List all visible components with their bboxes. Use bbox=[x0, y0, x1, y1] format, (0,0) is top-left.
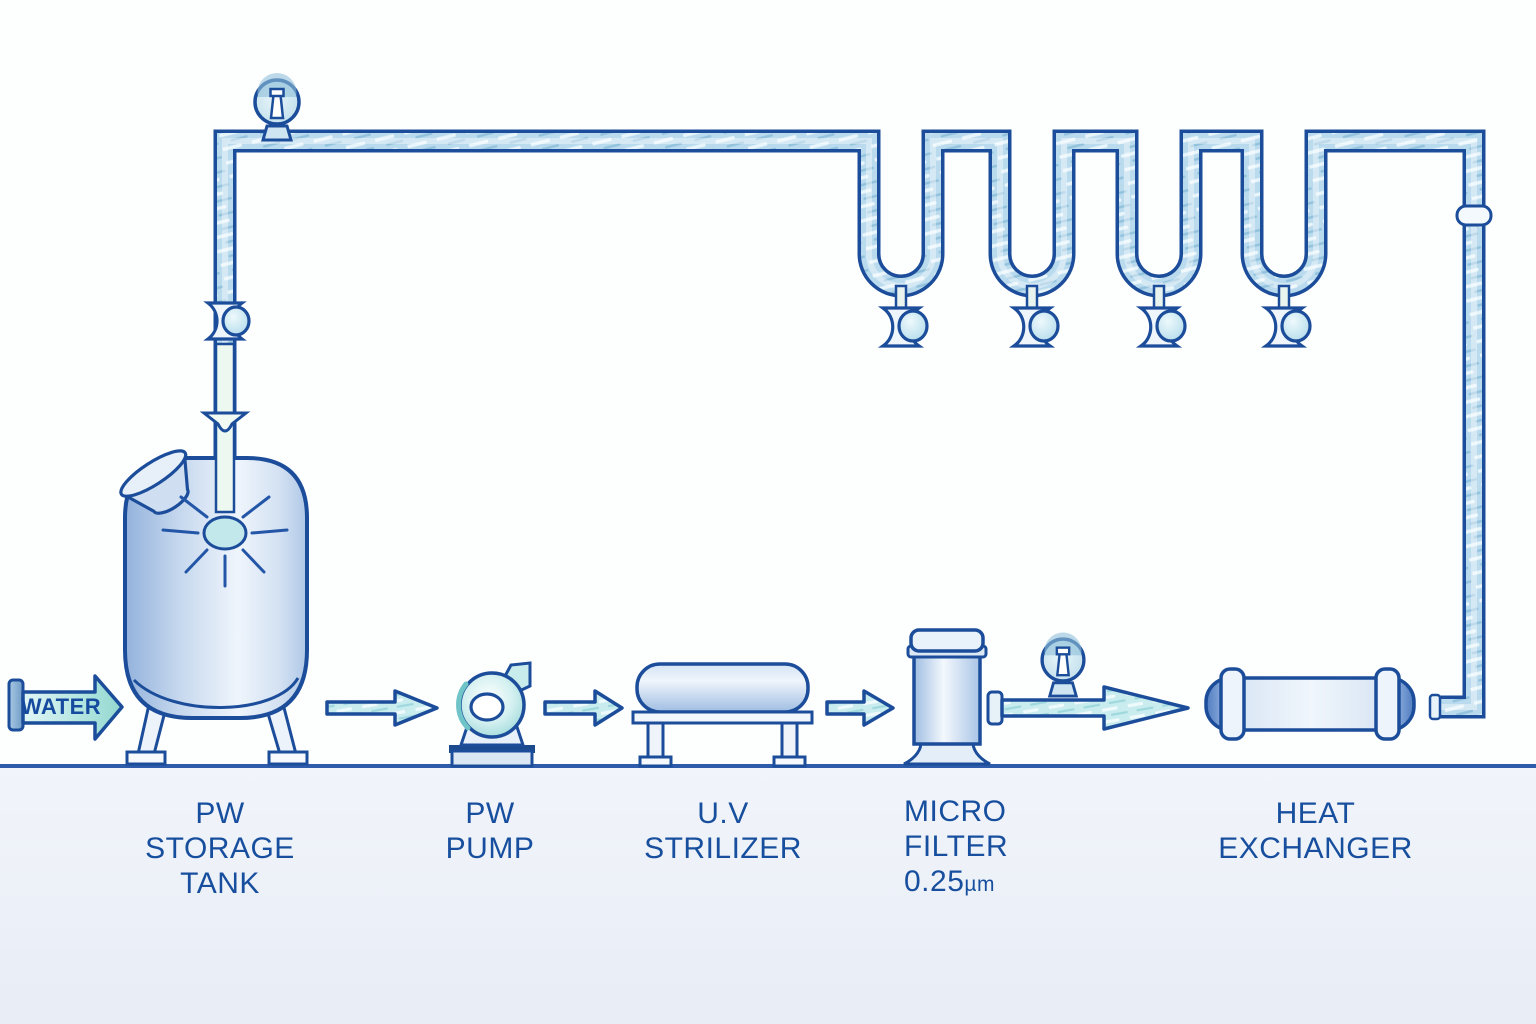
drop-valve bbox=[1135, 306, 1187, 348]
tank-spray-ball bbox=[161, 495, 289, 588]
filter-rating-unit: µm bbox=[964, 873, 995, 896]
valve-handle bbox=[1280, 309, 1312, 343]
flow-arrow bbox=[825, 689, 895, 727]
label-uv-sterilizer: U.V STRILIZER bbox=[608, 796, 838, 866]
tank-feed-valve bbox=[203, 301, 251, 341]
pipe-highlight bbox=[222, 138, 1477, 710]
spray-ray bbox=[179, 495, 209, 519]
label-line: PW bbox=[195, 797, 245, 830]
drop-stem bbox=[894, 284, 908, 310]
filter-outlet-collar bbox=[986, 690, 1004, 726]
valve-handle bbox=[221, 305, 251, 337]
spray-ray bbox=[250, 528, 289, 535]
drop-valve bbox=[877, 306, 929, 348]
hx-flange bbox=[1219, 667, 1246, 741]
flow-down-arrow-icon bbox=[199, 411, 251, 433]
filter-skirt bbox=[903, 742, 991, 766]
pipe-loop bbox=[213, 129, 1486, 719]
pipe-outline bbox=[213, 129, 1486, 719]
filter-lid bbox=[909, 628, 985, 653]
filter-rating-value: 0.25 bbox=[904, 865, 965, 898]
valve-handle bbox=[897, 309, 929, 343]
label-line: PUMP bbox=[445, 832, 535, 865]
spray-ray bbox=[241, 495, 271, 519]
label-line: STRILIZER bbox=[644, 832, 802, 865]
valve-handle bbox=[1028, 309, 1060, 343]
pipe-fill bbox=[217, 133, 1482, 715]
pump-base bbox=[450, 749, 534, 768]
water-inlet-label: WATER bbox=[20, 694, 102, 719]
drop-stem bbox=[1025, 284, 1039, 310]
uv-chamber bbox=[635, 662, 810, 714]
uv-bench-top bbox=[631, 710, 814, 725]
label-line: TANK bbox=[180, 867, 260, 900]
flow-arrow bbox=[543, 689, 624, 727]
label-line: HEAT bbox=[1275, 797, 1356, 830]
label-heat-exchanger: HEAT EXCHANGER bbox=[1203, 796, 1428, 866]
uv-sterilizer bbox=[631, 662, 814, 768]
tank-foot bbox=[267, 750, 309, 766]
hx-shell bbox=[1204, 676, 1416, 732]
tank-foot bbox=[125, 750, 167, 766]
water-inlet-arrow bbox=[21, 674, 124, 741]
uv-foot bbox=[772, 755, 807, 768]
spray-ball bbox=[202, 515, 248, 551]
label-line: FILTER bbox=[904, 830, 1009, 863]
valve-handle bbox=[1155, 309, 1187, 343]
uv-leg bbox=[646, 721, 665, 759]
tank-bottom-seam bbox=[132, 677, 300, 709]
below-floor-background bbox=[0, 768, 1536, 1024]
filter-housing bbox=[912, 652, 982, 746]
spray-ray bbox=[161, 528, 200, 535]
drop-valve bbox=[1260, 306, 1312, 348]
pump-impeller-eye bbox=[469, 692, 505, 722]
label-line: MICRO bbox=[904, 795, 1007, 828]
filter-rating: 0.25µm bbox=[904, 864, 1074, 902]
spray-ray bbox=[241, 548, 266, 574]
use-point-valves bbox=[877, 284, 1312, 348]
label-line: U.V bbox=[697, 797, 749, 830]
pipe-union-fitting bbox=[1455, 204, 1493, 227]
drop-stem bbox=[1277, 284, 1291, 310]
uv-leg bbox=[780, 721, 799, 759]
pressure-gauge bbox=[253, 73, 301, 142]
pump-base-band bbox=[449, 745, 535, 753]
hx-flange bbox=[1374, 667, 1401, 741]
pump-volute-shading bbox=[456, 681, 471, 731]
flow-arrows bbox=[7, 674, 1190, 741]
label-pw-storage-tank: PW STORAGE TANK bbox=[100, 796, 340, 901]
return-pipe-open-end bbox=[1428, 693, 1442, 721]
drop-stem bbox=[1152, 284, 1166, 310]
label-line: STORAGE bbox=[145, 832, 295, 865]
spray-ray bbox=[184, 548, 209, 574]
micro-filter bbox=[903, 628, 991, 766]
flow-arrow-long bbox=[1000, 685, 1190, 731]
uv-foot bbox=[638, 755, 673, 768]
flow-arrow bbox=[325, 689, 439, 727]
label-line: PW bbox=[465, 797, 515, 830]
label-line: EXCHANGER bbox=[1218, 832, 1413, 865]
pressure-gauge bbox=[1040, 632, 1086, 698]
label-micro-filter: MICRO FILTER 0.25µm bbox=[904, 794, 1074, 902]
tank-manway-funnel bbox=[119, 449, 190, 515]
drop-valve bbox=[1008, 306, 1060, 348]
pw-storage-tank bbox=[119, 449, 309, 766]
label-pw-pump: PW PUMP bbox=[400, 796, 580, 866]
pw-pump bbox=[449, 661, 535, 768]
heat-exchanger bbox=[1204, 667, 1416, 741]
